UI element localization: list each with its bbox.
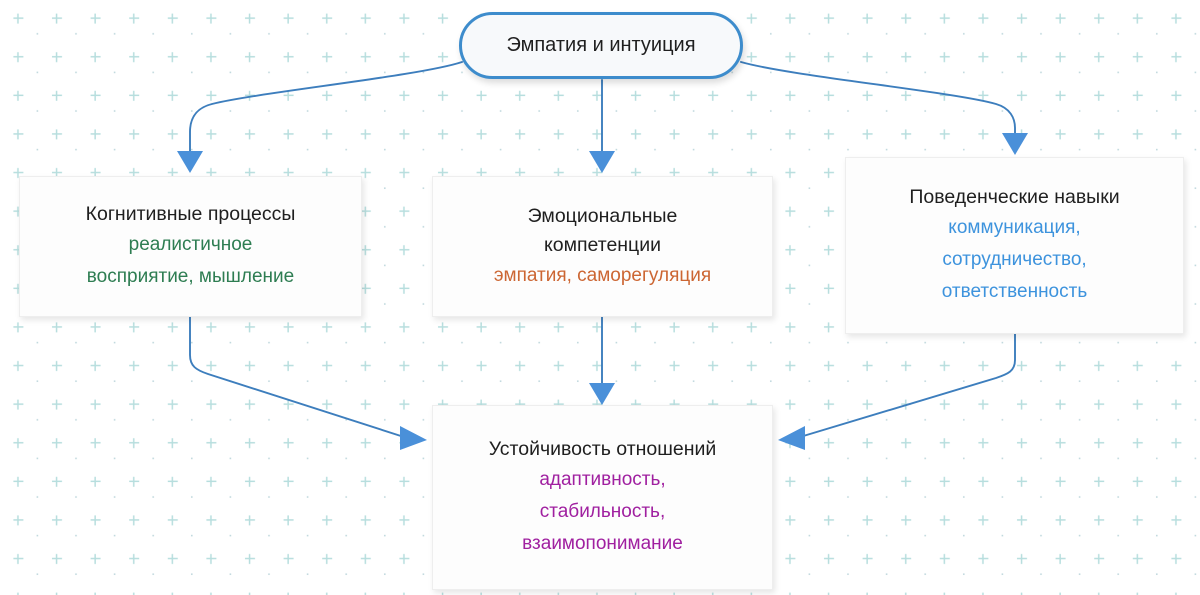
edge-root-to-behavioral xyxy=(740,61,1016,135)
arrowhead-outcome-left xyxy=(400,426,427,450)
arrowhead-emotional xyxy=(589,151,615,173)
node-root[interactable]: Эмпатия и интуиция xyxy=(459,12,743,79)
arrowhead-cognitive xyxy=(177,151,203,173)
node-behavioral-subtitle: коммуникация, сотрудничество, ответствен… xyxy=(941,217,1088,302)
node-emotional-competencies[interactable]: Эмоциональные компетенции эмпатия, самор… xyxy=(432,176,773,317)
node-behavioral-title: Поведенческие навыки xyxy=(909,186,1120,208)
node-cognitive-processes[interactable]: Когнитивные процессы реалистичное воспри… xyxy=(19,176,362,317)
arrowhead-outcome-right xyxy=(778,426,805,450)
node-root-title: Эмпатия и интуиция xyxy=(506,34,696,56)
arrowhead-behavioral xyxy=(1002,133,1028,155)
edge-cognitive-to-outcome xyxy=(189,316,405,438)
node-behavioral-skills[interactable]: Поведенческие навыки коммуникация, сотру… xyxy=(845,157,1184,334)
arrowhead-outcome-middle xyxy=(589,383,615,405)
node-emotional-subtitle: эмпатия, саморегуляция xyxy=(493,264,712,286)
node-cognitive-title: Когнитивные процессы xyxy=(85,203,296,225)
node-cognitive-subtitle: реалистичное восприятие, мышление xyxy=(86,234,295,287)
edge-behavioral-to-outcome xyxy=(799,333,1016,438)
node-relationship-stability[interactable]: Устойчивость отношений адаптивность, ста… xyxy=(432,405,773,590)
edge-root-to-cognitive xyxy=(189,61,463,153)
node-outcome-title: Устойчивость отношений xyxy=(488,438,717,460)
node-outcome-subtitle: адаптивность, стабильность, взаимопонима… xyxy=(522,469,683,554)
node-emotional-title: Эмоциональные компетенции xyxy=(527,204,678,256)
